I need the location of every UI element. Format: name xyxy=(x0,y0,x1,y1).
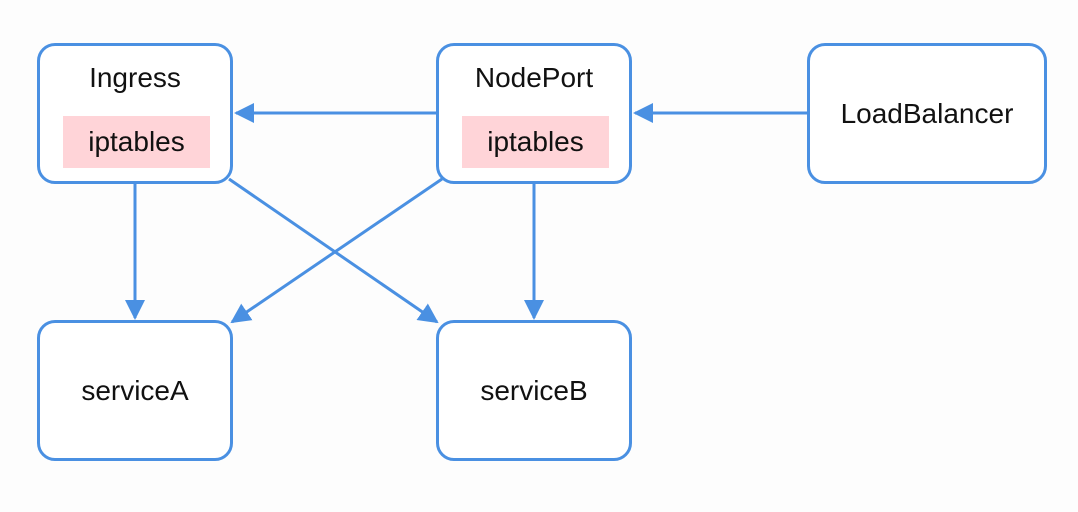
nodeport-iptables-badge: iptables xyxy=(462,116,609,168)
ingress-iptables-badge: iptables xyxy=(63,116,210,168)
ingress-title: Ingress xyxy=(89,62,181,93)
loadbalancer-title: LoadBalancer xyxy=(840,97,1014,129)
service-b-title: serviceB xyxy=(480,374,588,406)
nodeport-node: NodePort iptables xyxy=(436,43,632,184)
service-a-node: serviceA xyxy=(37,320,233,461)
nodeport-title: NodePort xyxy=(474,62,594,93)
service-a-title: serviceA xyxy=(81,374,189,406)
edge-nodeport-to-service-a xyxy=(230,177,443,324)
edge-ingress-to-service-b xyxy=(228,177,439,324)
loadbalancer-node: LoadBalancer xyxy=(807,43,1047,184)
ingress-node: Ingress iptables xyxy=(37,43,233,184)
service-b-node: serviceB xyxy=(436,320,632,461)
